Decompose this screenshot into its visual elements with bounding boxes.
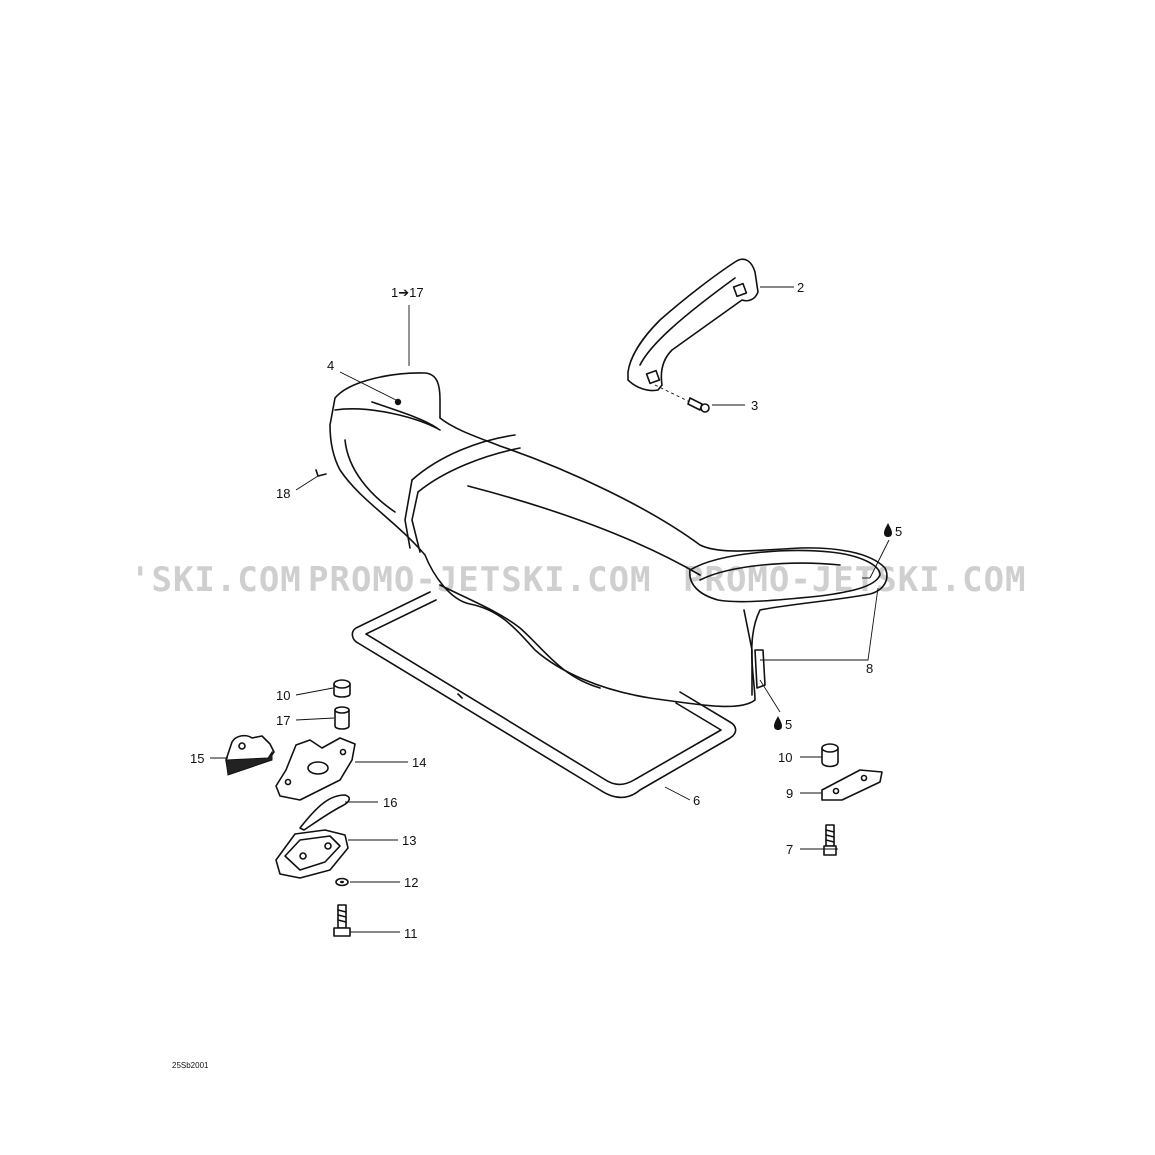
- adhesive-drop-icon: [884, 523, 892, 537]
- seat-clip: [315, 469, 327, 477]
- latch-gasket: [299, 794, 351, 831]
- callout-17: 17: [276, 713, 290, 728]
- callout-12: 12: [404, 875, 418, 890]
- latch-hook: [225, 734, 275, 776]
- callout-18: 18: [276, 486, 290, 501]
- adhesive-drop-icon: [774, 716, 782, 730]
- callout-3: 3: [751, 398, 758, 413]
- latch-bolt: [333, 904, 351, 937]
- latch-spacer: [334, 706, 350, 730]
- handle-screw: [654, 384, 710, 413]
- seat-cushion: [329, 372, 888, 708]
- callout-4: 4: [327, 358, 334, 373]
- callout-15: 15: [190, 751, 204, 766]
- callout-2: 2: [797, 280, 804, 295]
- callout-1-17: 1➔17: [391, 285, 424, 300]
- grab-handle: [627, 258, 759, 392]
- callout-14: 14: [412, 755, 426, 770]
- callout-13: 13: [402, 833, 416, 848]
- striker-bolt: [823, 824, 837, 856]
- seat-marker-dot: [394, 398, 402, 406]
- watermark: 'SKI.COM PROMO-JETSKI.COM PROMO-JETSKI.C…: [130, 560, 1027, 600]
- watermark-segment: PROMO-JETSKI.COM: [683, 560, 1027, 600]
- callout-9: 9: [786, 786, 793, 801]
- seat-frame-gasket: [351, 591, 737, 799]
- latch-base: [275, 829, 349, 879]
- latch-cap: [333, 679, 351, 698]
- striker-plate: [821, 769, 883, 801]
- latch-washer: [335, 877, 349, 887]
- callout-8: 8: [866, 661, 873, 676]
- callouts: 1➔17 2 3 4 5 5 6 7 8 9 10 10 17 15 14 16…: [190, 280, 902, 941]
- callout-5: 5: [785, 717, 792, 732]
- striker-cap: [821, 743, 839, 768]
- latch-plate: [275, 737, 356, 801]
- callout-10: 10: [778, 750, 792, 765]
- callout-7: 7: [786, 842, 793, 857]
- callout-5: 5: [895, 524, 902, 539]
- leader-lines: [210, 286, 890, 933]
- callout-11: 11: [404, 926, 418, 941]
- watermark-segment: 'SKI.COM: [130, 560, 302, 600]
- drawing-code: 25Sb2001: [172, 1061, 209, 1070]
- callout-10: 10: [276, 688, 290, 703]
- watermark-segment: PROMO-JETSKI.COM: [308, 560, 652, 600]
- callout-16: 16: [383, 795, 397, 810]
- callout-6: 6: [693, 793, 700, 808]
